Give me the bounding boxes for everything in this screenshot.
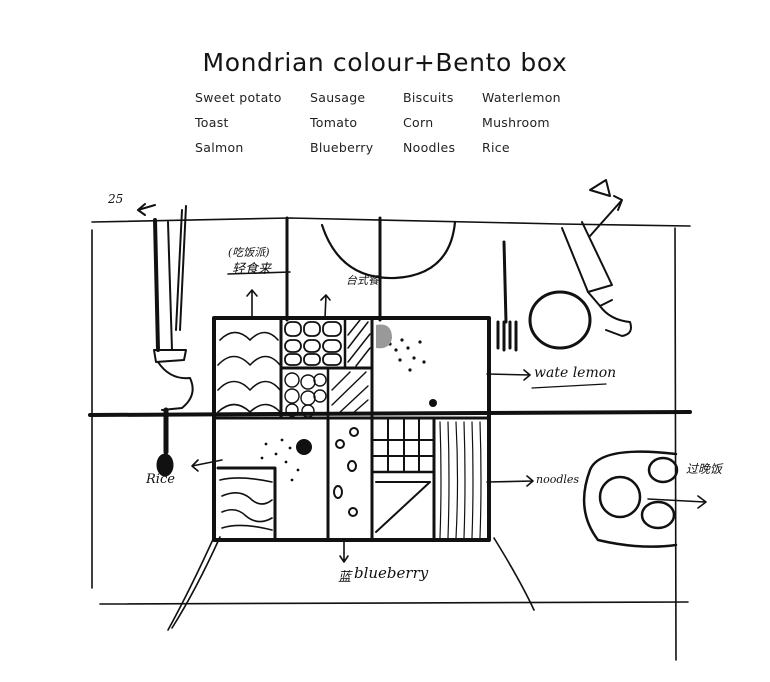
mushroom-cell	[439, 421, 482, 539]
rice-label: Rice	[146, 472, 175, 487]
noodle-bowl-icon	[582, 450, 707, 548]
annotation-chinese-mid: 台式餐	[346, 274, 379, 287]
legend-item: Sausage	[310, 90, 366, 105]
blueberry-prefix: 蓝	[338, 570, 352, 585]
legend-item: Salmon	[195, 140, 244, 155]
annotation-chinese-right: 过晚饭	[686, 462, 723, 476]
tomato-cell	[284, 372, 327, 418]
legend-item: Mushroom	[482, 115, 550, 130]
legend-item: Rice	[482, 140, 510, 155]
legend-item: Blueberry	[310, 140, 374, 155]
right-arm-icon	[561, 179, 632, 337]
left-arm-icon	[137, 203, 194, 411]
legend-item: Noodles	[403, 140, 456, 155]
corn-cell	[331, 371, 369, 415]
biscuits-cell	[347, 319, 371, 367]
legend-item: Corn	[403, 115, 434, 130]
legend-item: Toast	[195, 115, 229, 130]
salmon-cell	[219, 477, 273, 531]
annotation-chinese-top: (吃饭派)	[228, 246, 270, 259]
blueberry-label: blueberry	[354, 564, 429, 582]
page-title: Mondrian colour+Bento box	[202, 48, 568, 77]
bento-box	[212, 316, 491, 542]
sausage-cell	[284, 321, 342, 366]
watermelon-label: wate lemon	[534, 365, 617, 381]
cup-icon	[528, 290, 592, 350]
sweet-potato-cell	[217, 331, 281, 413]
spoon-icon	[156, 407, 174, 477]
legend-item: Waterlemon	[482, 90, 561, 105]
legend-item: Tomato	[310, 115, 358, 130]
legend-item: Sweet potato	[195, 90, 282, 105]
plate-icon	[320, 220, 457, 280]
noodles-label: noodles	[536, 473, 580, 486]
legend-item: Biscuits	[403, 90, 454, 105]
toast-cell	[260, 438, 312, 482]
watermelon-cell	[376, 324, 437, 407]
annotation-chinese-left: 轻食来	[232, 262, 272, 277]
fork-icon	[496, 240, 518, 352]
noodles-grid-cell	[371, 417, 435, 533]
table-outline	[88, 216, 692, 661]
blueberry-cell	[333, 427, 359, 517]
annotation-top-left: 25	[108, 192, 124, 206]
annotation-arrows	[191, 271, 607, 563]
